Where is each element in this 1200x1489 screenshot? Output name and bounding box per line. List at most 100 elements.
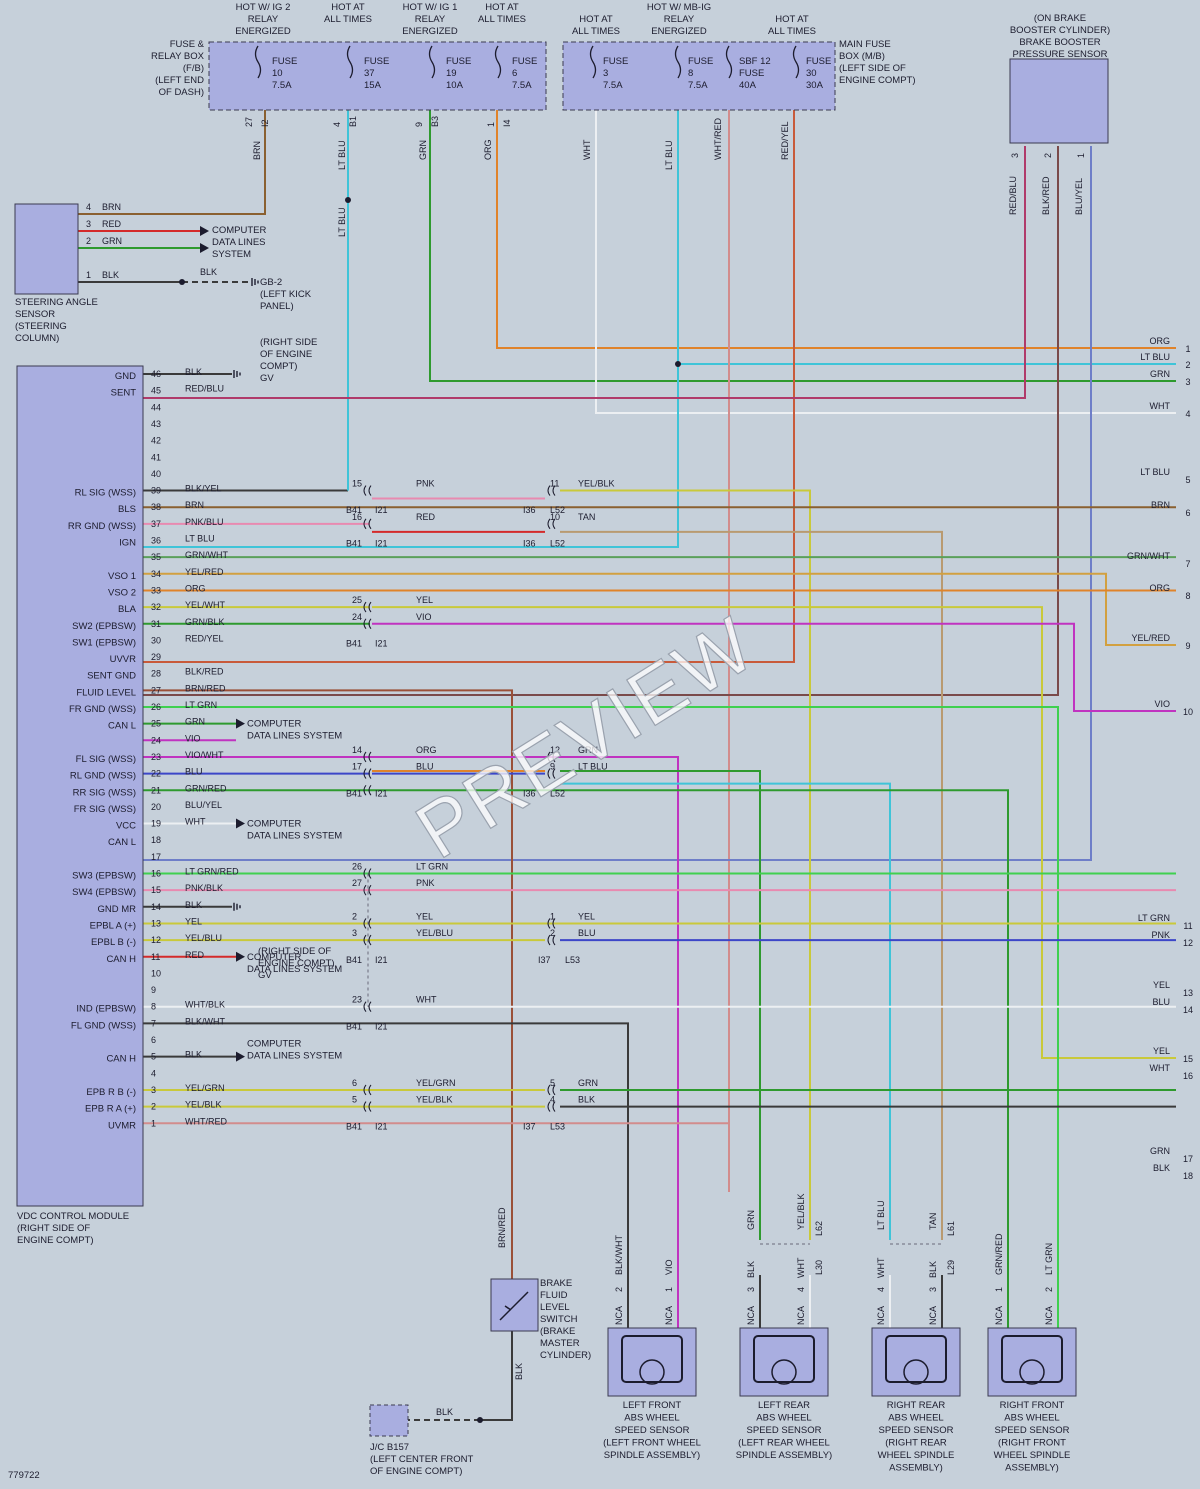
wire-color-label: BLK [185,367,202,377]
wire-color-label: YEL/BLK [416,1095,453,1105]
fuse-header: ALL TIMES [478,14,526,25]
component-label: STEERING ANGLE [15,297,98,308]
pin-number: 42 [151,436,161,446]
wire-26 [143,706,1059,1275]
pin-number: 4 [876,1287,886,1292]
component-label: BRAKE [540,1278,572,1289]
wire-color-label: RED [102,219,122,229]
pin-number: 12 [151,935,161,945]
wire-color-label: BRN/RED [185,683,226,693]
wire-color-label: BLK [436,1407,453,1417]
pin-number: 29 [151,652,161,662]
sensor-coil-icon [885,1335,947,1383]
wire-color-label: RED/YEL [185,633,224,643]
pin-function-label: SW4 (EPBSW) [72,887,136,898]
connector-pin: 24 [352,612,362,622]
wire-color-label: BLU [1152,997,1170,1007]
pin-function-label: EPBL A (+) [90,920,136,931]
pin-number: 2 [86,236,91,246]
ground-label: (RIGHT SIDE OF [258,946,331,957]
pin-number: 40 [151,469,161,479]
connector-id: L29 [946,1260,956,1275]
connector-symbol [363,518,372,530]
wire-color-label: GRN [578,1078,598,1088]
wire-color-label: YEL/BLK [796,1193,806,1230]
component-label: (BRAKE [540,1326,575,1337]
wire-color-label: YEL [416,911,433,921]
fuse-label: FUSE [272,56,297,67]
connector-id: I21 [375,955,388,965]
pin-function-label: RL GND (WSS) [70,771,136,782]
connector-symbol [547,1101,556,1112]
fuse-box-label: BOX (M/B) [839,51,885,62]
wire-color-label: VIO/WHT [185,750,224,760]
wire-color-label: YEL/BLK [578,479,615,489]
wire-color-label: LT BLU [1140,467,1170,477]
wire-color-label: GRN [746,1210,756,1230]
wire-color-label: BLU [416,762,434,772]
component-label: (RIGHT REAR [885,1438,947,1449]
wire-34 [143,572,1176,646]
edge-reference-number: 1 [1185,344,1190,354]
connector-pin: 1 [550,911,555,921]
arrow-icon [236,1051,245,1062]
connector-symbol [547,485,556,496]
pin-number: 21 [151,785,161,795]
wire-7 [143,1022,629,1275]
edge-reference-number: 17 [1183,1154,1193,1164]
tone-ring-icon [771,1359,797,1385]
wire-37-tan [560,530,943,1240]
pin-number: 24 [151,735,161,745]
fuse-header: HOT AT [331,2,365,13]
pin-function-label: EPB R B (-) [86,1087,136,1098]
connector-id: L52 [550,539,565,549]
component-label: (RIGHT FRONT [998,1438,1066,1449]
wire-color-label: TAN [578,512,595,522]
pin-number: 10 [151,968,161,978]
wire-color-label: WHT [1150,401,1171,411]
pin-number: 3 [86,219,91,229]
wire-27 [143,689,513,1279]
wire-color-label: GRN/BLK [185,617,225,627]
wire-color-label: ORG [416,745,437,755]
nca-label: NCA [664,1306,674,1325]
cdl-label: SYSTEM [212,249,251,260]
ground-label: ENGINE COMPT) [258,958,335,969]
wire-color-label: RED/BLU [1008,176,1018,215]
pin-function-label: IGN [119,538,136,549]
pin-number: 8 [151,1002,156,1012]
pin-function-label: CAN H [106,1054,136,1065]
connector-symbol [363,918,372,929]
cdl-label: COMPUTER [247,819,302,830]
connector-pin: 17 [352,762,362,772]
wire-color-label: RED [416,512,436,522]
fuse-box-label: MAIN FUSE [839,39,891,50]
edge-reference-number: 6 [1185,508,1190,518]
nca-label: NCA [876,1306,886,1325]
wire-color-label: BLK [185,1050,202,1060]
component-label: SWITCH [540,1314,578,1325]
wire-color-label: YEL/BLK [185,1100,222,1110]
fuse-label: 30A [806,80,824,91]
wire-color-label: BRN [185,500,204,510]
wire-color-label: BLK [102,270,119,280]
pin-number: 9 [151,985,156,995]
wire-color-label: YEL/BLU [185,933,222,943]
connector-pin: 9 [550,762,555,772]
pin-number: 1 [151,1118,156,1128]
fuse-relay-box [208,41,547,111]
wire-color-label: WHT [185,817,206,827]
wire-color-label: BLK [746,1261,756,1278]
splice-dot [477,1417,483,1423]
wire-color-label: GRN/WHT [1127,551,1170,561]
wire-color-label: ORG [1149,583,1170,593]
fuse-icon [346,45,354,79]
edge-reference-number: 2 [1185,360,1190,370]
fuse-icon [589,45,597,79]
connector-id: L61 [946,1221,956,1236]
wire-color-label: LT BLU [337,207,347,237]
connector-id: L52 [550,505,565,515]
pin-number: 43 [151,419,161,429]
wire-color-label: BLK [200,267,217,277]
pin-number: 23 [151,752,161,762]
